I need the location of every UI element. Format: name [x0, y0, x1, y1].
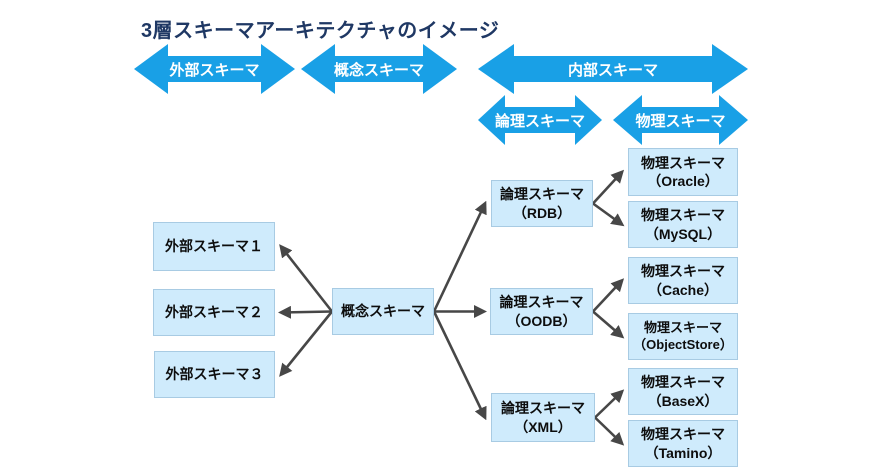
arrow-right-head-icon [261, 44, 295, 94]
arrow-bar [166, 56, 263, 82]
node-sublabel: （BaseX） [647, 392, 719, 409]
node-sublabel: （RDB） [512, 204, 572, 221]
connector-arrow [278, 305, 333, 319]
layer-arrow-label: 論理スキーマ [494, 112, 585, 130]
node-sublabel: （MySQL） [644, 225, 722, 242]
node-sublabel: （Oracle） [647, 173, 719, 189]
layer-arrow-external-schema: 外部スキーマ [134, 44, 295, 94]
node-conceptual-schema: 概念スキーマ [332, 288, 434, 335]
arrow-bar [503, 107, 577, 133]
node-label: 物理スキーマ [641, 374, 725, 391]
node-logical-schema-rdb: 論理スキーマ （RDB） [491, 180, 593, 227]
connector-arrow [592, 278, 625, 313]
node-sublabel: （Tamino） [644, 444, 722, 461]
layer-arrow-label: 内部スキーマ [567, 61, 658, 79]
node-label: 外部スキーマ３ [165, 366, 264, 383]
node-label: 物理スキーマ [641, 154, 725, 171]
connector-arrow [594, 389, 625, 419]
node-external-schema-1: 外部スキーマ１ [153, 222, 275, 271]
node-label: 論理スキーマ [500, 186, 584, 203]
node-label: 物理スキーマ [641, 263, 725, 280]
connector-arrow [594, 416, 625, 446]
connector-arrow [279, 310, 334, 377]
connector-arrow [432, 310, 487, 421]
node-label: 物理スキーマ [641, 426, 725, 443]
node-physical-schema-basex: 物理スキーマ （BaseX） [628, 368, 738, 415]
arrow-right-head-icon [575, 95, 602, 145]
node-label: 外部スキーマ１ [165, 238, 263, 255]
layer-arrow-conceptual-schema: 概念スキーマ [301, 44, 457, 94]
arrow-right-head-icon [712, 44, 748, 94]
arrow-left-head-icon [478, 95, 505, 145]
node-label: 論理スキーマ [499, 294, 584, 311]
node-physical-schema-mysql: 物理スキーマ （MySQL） [628, 201, 738, 248]
node-label: 論理スキーマ [501, 400, 585, 417]
arrow-left-head-icon [301, 44, 335, 94]
node-physical-schema-objectstore: 物理スキーマ （ObjectStore） [628, 313, 738, 360]
connector-arrow [279, 244, 334, 313]
arrow-bar [333, 56, 425, 82]
node-sublabel: （XML） [514, 418, 572, 435]
layer-arrow-label: 物理スキーマ [635, 112, 726, 130]
layer-arrow-logical-schema: 論理スキーマ [478, 95, 602, 145]
node-label: 物理スキーマ [641, 207, 725, 224]
arrow-left-head-icon [478, 44, 514, 94]
layer-arrow-physical-schema: 物理スキーマ [613, 95, 748, 145]
node-sublabel: （ObjectStore） [633, 336, 733, 352]
node-label: 概念スキーマ [341, 303, 425, 320]
layer-arrow-label: 概念スキーマ [333, 61, 424, 79]
node-physical-schema-tamino: 物理スキーマ （Tamino） [628, 420, 738, 467]
connector-arrow [432, 200, 487, 313]
connector-arrow [592, 169, 625, 205]
arrow-bar [512, 56, 714, 82]
node-logical-schema-xml: 論理スキーマ （XML） [491, 393, 595, 442]
layer-arrow-internal-schema: 内部スキーマ [478, 44, 748, 94]
arrow-left-head-icon [134, 44, 168, 94]
node-sublabel: （OODB） [506, 312, 577, 329]
node-label: 物理スキーマ [643, 319, 722, 335]
connector-arrow [592, 310, 625, 339]
node-physical-schema-cache: 物理スキーマ （Cache） [628, 257, 738, 304]
arrow-bar [640, 107, 721, 133]
layer-arrow-label: 外部スキーマ [169, 61, 260, 79]
arrow-right-head-icon [719, 95, 748, 145]
node-external-schema-2: 外部スキーマ２ [153, 289, 275, 336]
diagram-title: 3層スキーマアーキテクチャのイメージ [141, 20, 500, 42]
connector-arrow [592, 202, 625, 227]
arrow-left-head-icon [613, 95, 642, 145]
arrow-right-head-icon [423, 44, 457, 94]
node-label: 外部スキーマ２ [165, 304, 263, 321]
node-logical-schema-oodb: 論理スキーマ （OODB） [490, 288, 593, 335]
node-external-schema-3: 外部スキーマ３ [154, 351, 275, 398]
node-physical-schema-oracle: 物理スキーマ （Oracle） [628, 148, 738, 196]
node-sublabel: （Cache） [647, 281, 719, 298]
